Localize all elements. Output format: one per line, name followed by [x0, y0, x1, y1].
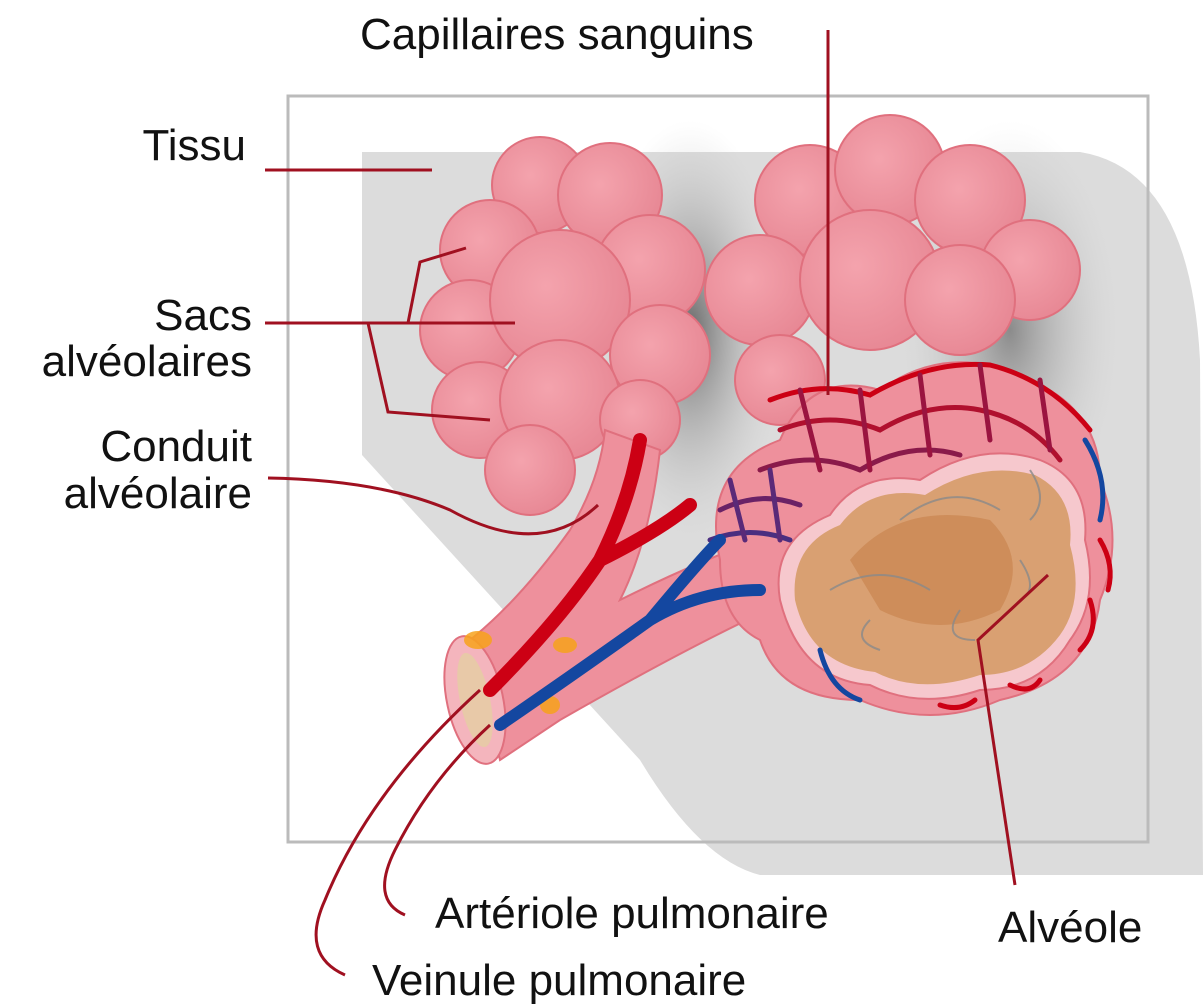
label-sacs-line2: alvéolaires	[42, 337, 252, 386]
label-alveole: Alvéole	[998, 903, 1142, 952]
label-capillaries: Capillaires sanguins	[360, 10, 754, 59]
label-duct-line2: alvéolaire	[64, 469, 252, 518]
label-duct-line1: Conduit	[100, 422, 252, 471]
label-tissue: Tissu	[143, 121, 247, 170]
label-venule: Veinule pulmonaire	[372, 956, 746, 1005]
label-arteriole: Artériole pulmonaire	[435, 889, 829, 938]
label-sacs-line1: Sacs	[154, 291, 252, 340]
